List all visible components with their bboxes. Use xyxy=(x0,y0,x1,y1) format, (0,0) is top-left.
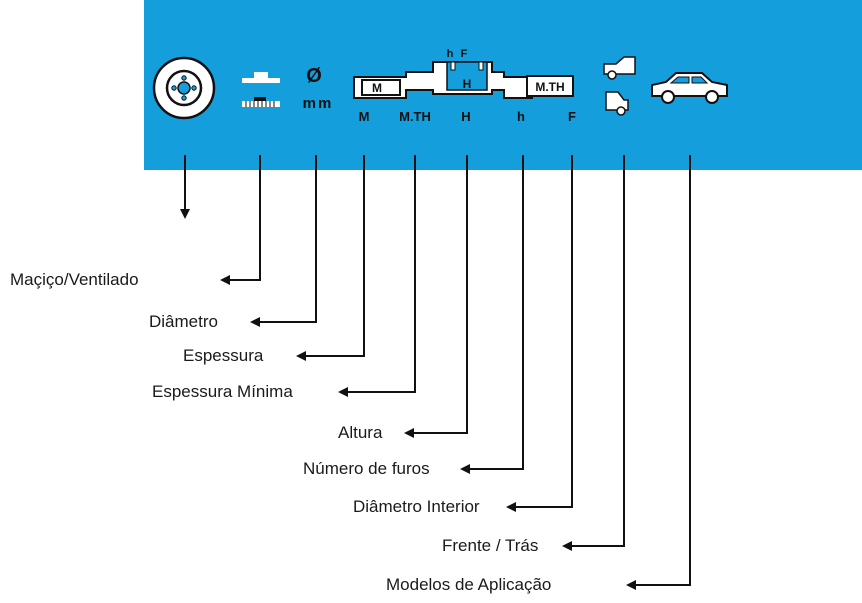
leader-diametro-interior xyxy=(506,155,573,512)
leader-diametro xyxy=(250,155,317,327)
legend-label-macico: Maçiço/Ventilado xyxy=(10,270,139,289)
disc-type-icon xyxy=(242,72,280,107)
profile-label-h-small: h xyxy=(447,48,454,60)
profile-label-h-center: H xyxy=(463,77,472,91)
icon-banner: Ø mm M H M.TH h F M M.TH H h F xyxy=(144,0,862,170)
column-header-mth: M.TH xyxy=(399,109,431,124)
front-car-icon xyxy=(603,56,636,80)
diameter-icon: Ø mm xyxy=(303,65,334,112)
legend-label-numero-furos: Número de furos xyxy=(303,459,430,478)
rear-car-icon xyxy=(605,91,629,116)
legend-label-espessura: Espessura xyxy=(183,346,264,365)
column-header-h-small: h xyxy=(517,109,525,124)
profile-label-mth: M.TH xyxy=(535,80,564,94)
leader-frente-tras xyxy=(562,155,625,551)
leader-numero-furos xyxy=(460,155,524,474)
leader-espessura-minima xyxy=(338,155,416,397)
leader-altura xyxy=(404,155,468,438)
legend-label-diametro-interior: Diâmetro Interior xyxy=(353,497,480,516)
legend-label-espessura-minima: Espessura Mínima xyxy=(152,382,293,401)
column-header-f: F xyxy=(568,109,576,124)
legend-label-altura: Altura xyxy=(338,423,383,442)
profile-label-m: M xyxy=(372,81,382,95)
legend-label-modelos: Modelos de Aplicação xyxy=(386,575,552,594)
diameter-symbol: Ø xyxy=(306,65,322,87)
leader-espessura xyxy=(296,155,365,361)
brake-disc-icon xyxy=(152,56,216,120)
leader-modelos xyxy=(626,155,691,590)
profile-label-f-small: F xyxy=(461,48,468,60)
diameter-unit: mm xyxy=(303,95,334,112)
column-header-m: M xyxy=(359,109,370,124)
disc-profile-icon: M H M.TH h F xyxy=(353,48,574,99)
column-header-h: H xyxy=(461,109,470,124)
legend-label-frente-tras: Frente / Trás xyxy=(442,536,539,555)
legend-label-diametro: Diâmetro xyxy=(149,312,218,331)
leader-macico xyxy=(220,155,261,285)
car-model-icon xyxy=(651,72,728,104)
